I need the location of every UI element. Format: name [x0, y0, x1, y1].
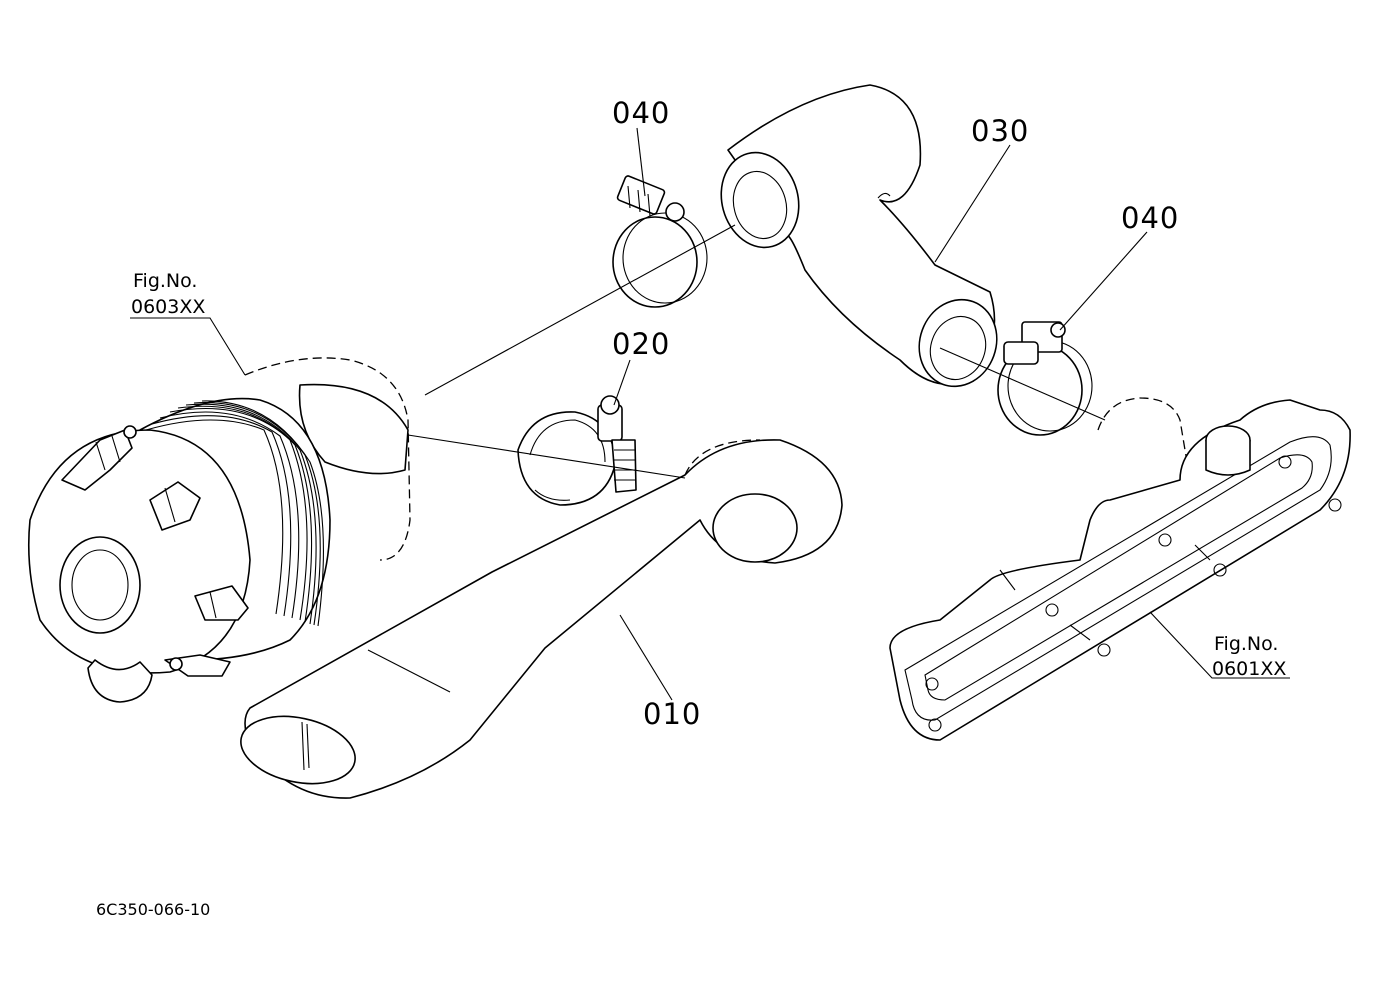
callout-030: 030 [971, 114, 1029, 148]
latch-clip-icon [149, 481, 201, 531]
leader-lines [130, 127, 1290, 701]
fig-ref-air-cleaner-line1: Fig.No. [133, 270, 197, 292]
fig-ref-manifold-line2: 0601XX [1212, 658, 1286, 680]
hose-clamp-020 [517, 395, 637, 506]
latch-clip-icon [61, 425, 137, 491]
air-duct-010 [240, 439, 843, 799]
hose-clamp-040-upper [612, 175, 708, 308]
intake-manifold-assembly [889, 397, 1351, 741]
latch-clip-icon [164, 654, 231, 677]
fig-ref-manifold-line1: Fig.No. [1214, 633, 1278, 655]
callout-020: 020 [612, 327, 670, 361]
elbow-hose-030 [720, 84, 998, 388]
drawing-code: 6C350-066-10 [96, 900, 210, 919]
latch-clip-icon [194, 585, 249, 621]
hose-clamp-040-lower [997, 321, 1093, 436]
callout-040-upper: 040 [612, 96, 670, 130]
air-cleaner-assembly [27, 357, 411, 703]
fig-ref-air-cleaner-line2: 0603XX [131, 296, 205, 318]
callout-040-lower: 040 [1121, 201, 1179, 235]
callout-010: 010 [643, 697, 701, 731]
